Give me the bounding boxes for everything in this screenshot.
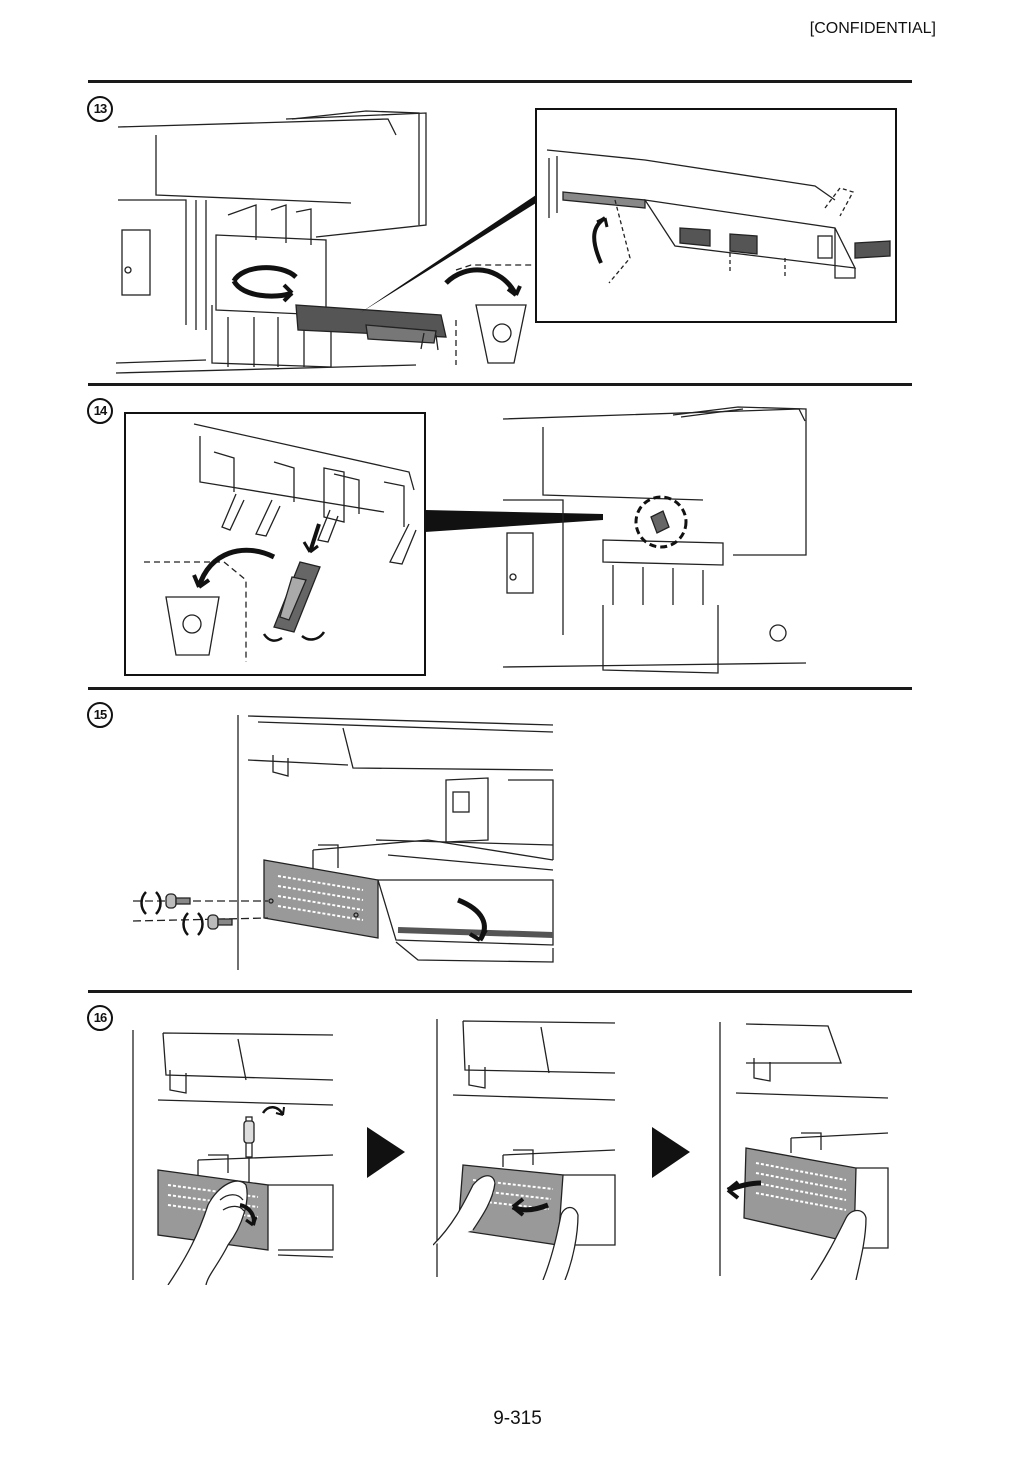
step-16-illustration-remove [433, 1015, 618, 1280]
step-16-next-arrow [365, 1125, 407, 1180]
step-number: 14 [87, 398, 113, 424]
step-number: 16 [87, 1005, 113, 1031]
section-divider [88, 990, 912, 993]
confidential-label: [CONFIDENTIAL] [809, 20, 936, 37]
step-14-main-illustration [503, 405, 810, 675]
step-number: 15 [87, 702, 113, 728]
step-13-callout-pointer [360, 195, 540, 315]
step-13-detail-inset [535, 108, 897, 323]
step-16-next-arrow [650, 1125, 692, 1180]
step-16-illustration-detach [716, 1018, 891, 1280]
section-divider [88, 383, 912, 386]
step-number: 13 [87, 96, 113, 122]
section-divider [88, 80, 912, 83]
step-14-detail-inset [124, 412, 426, 676]
step-14-callout-pointer [425, 500, 605, 540]
step-15-illustration [128, 710, 556, 972]
page-number: 9-315 [493, 1408, 542, 1429]
section-divider [88, 687, 912, 690]
step-13-main-illustration [116, 105, 536, 380]
step-16-illustration-unscrew [128, 1025, 338, 1285]
